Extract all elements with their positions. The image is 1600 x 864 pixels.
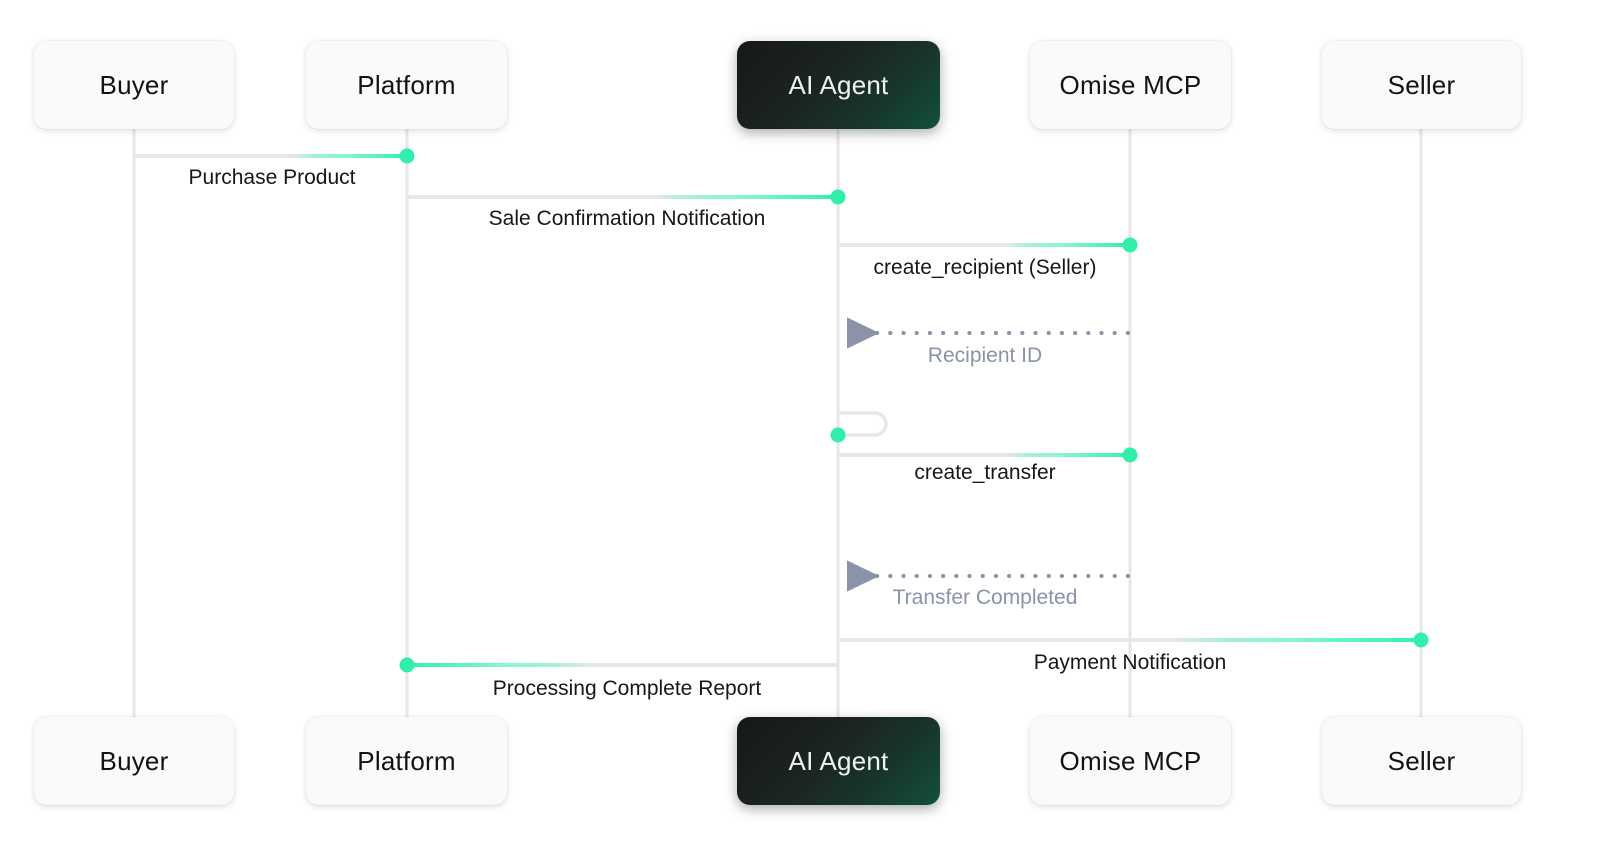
participant-seller-top[interactable]: Seller	[1322, 41, 1521, 129]
participant-label: Platform	[357, 745, 456, 776]
message-endpoint-dot	[1122, 237, 1138, 253]
participant-agent-top[interactable]: AI Agent	[737, 41, 940, 129]
participant-buyer-top[interactable]: Buyer	[34, 41, 234, 129]
message-label: Transfer Completed	[892, 586, 1078, 609]
message-label: Recipient ID	[927, 344, 1043, 367]
lifelines-layer	[132, 129, 1423, 717]
participant-label: AI Agent	[788, 69, 889, 100]
participant-mcp-bottom[interactable]: Omise MCP	[1030, 717, 1231, 805]
participant-mcp-top[interactable]: Omise MCP	[1030, 41, 1231, 129]
message-label: Payment Notification	[1033, 651, 1227, 674]
messages-layer	[134, 148, 1429, 673]
participant-platform-bottom[interactable]: Platform	[306, 717, 507, 805]
participant-platform-top[interactable]: Platform	[306, 41, 507, 129]
participant-agent-bottom[interactable]: AI Agent	[737, 717, 940, 805]
message-endpoint-dot	[399, 657, 415, 673]
message-label: create_transfer	[914, 461, 1056, 484]
message-label: Purchase Product	[188, 166, 356, 189]
participant-label: Seller	[1387, 69, 1456, 100]
message-label: Processing Complete Report	[492, 677, 762, 700]
message-endpoint-dot	[1413, 632, 1429, 648]
participant-label: Omise MCP	[1059, 69, 1202, 100]
participant-label: Omise MCP	[1059, 745, 1202, 776]
message-endpoint-dot	[399, 148, 415, 164]
participant-label: Buyer	[99, 745, 169, 776]
participant-seller-bottom[interactable]: Seller	[1322, 717, 1521, 805]
message-endpoint-dot	[1122, 447, 1138, 463]
message-endpoint-dot	[830, 189, 846, 205]
participant-label: AI Agent	[788, 745, 889, 776]
message-label: create_recipient (Seller)	[873, 256, 1097, 279]
message-endpoint-dot	[830, 427, 846, 443]
participant-label: Buyer	[99, 69, 169, 100]
message-label: Sale Confirmation Notification	[488, 207, 766, 230]
self-message-loop	[836, 411, 888, 437]
participant-label: Seller	[1387, 745, 1456, 776]
participant-label: Platform	[357, 69, 456, 100]
participant-buyer-bottom[interactable]: Buyer	[34, 717, 234, 805]
